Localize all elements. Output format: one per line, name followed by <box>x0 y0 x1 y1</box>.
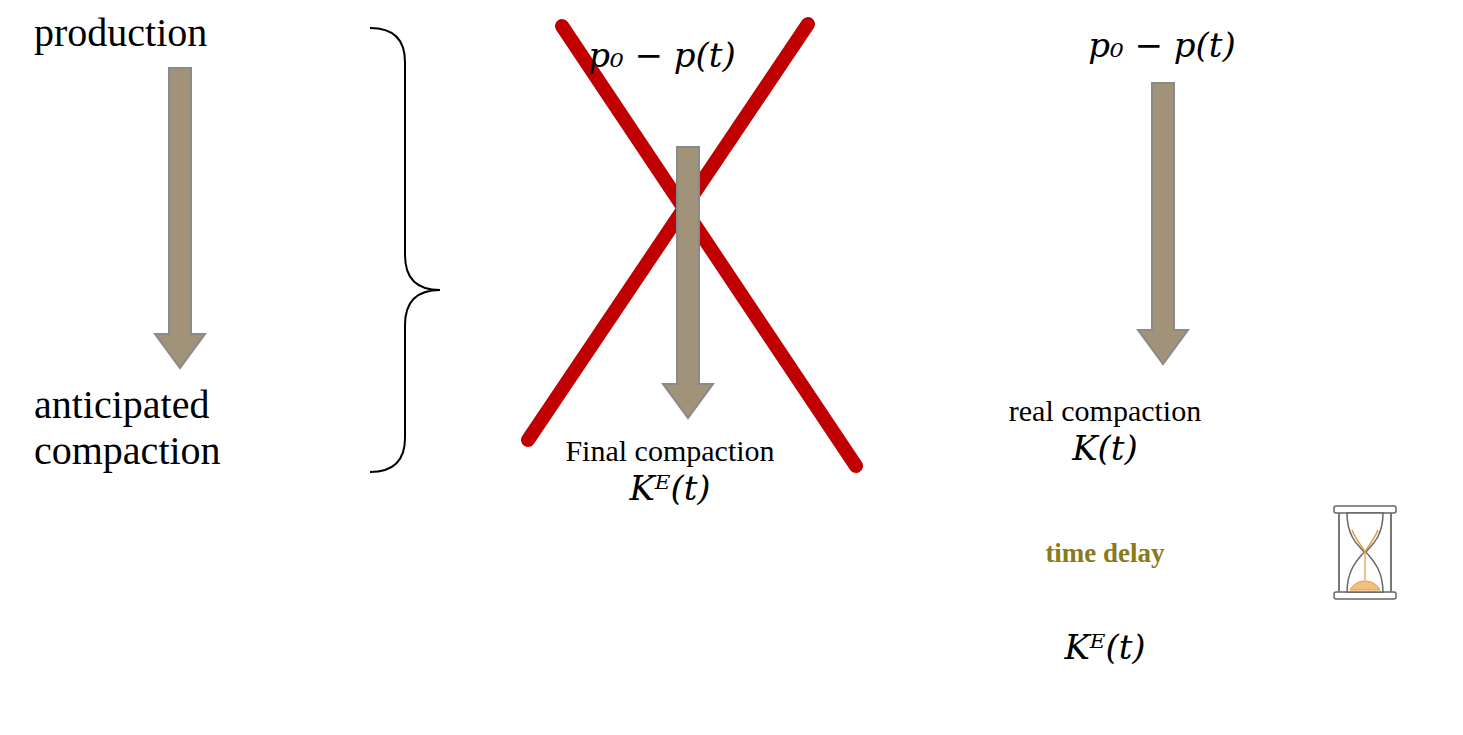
node-text: production <box>34 10 207 56</box>
math-expression: Kᴱ(t) <box>565 469 774 508</box>
math-expression: p₀ − p(t) <box>588 36 735 75</box>
text-node: Final compactionKᴱ(t) <box>561 432 778 510</box>
text-node: production <box>30 8 211 58</box>
math-expression: Kᴱ(t) <box>1064 628 1145 667</box>
text-node: Kᴱ(t) <box>1060 626 1149 669</box>
node-text: real compaction <box>1009 394 1201 429</box>
cross-out-mark <box>528 24 856 466</box>
math-expression: K(t) <box>1009 429 1201 468</box>
text-node: p₀ − p(t) <box>584 34 739 77</box>
hourglass-icon <box>1334 506 1396 599</box>
curly-brace <box>370 28 440 472</box>
annotation-text: time delay <box>1045 538 1164 569</box>
node-text: Final compaction <box>565 434 774 469</box>
text-node: real compactionK(t) <box>1005 392 1205 470</box>
block-arrow <box>155 68 205 368</box>
node-text: anticipated compaction <box>34 382 294 474</box>
text-node: p₀ − p(t) <box>1084 24 1239 67</box>
text-node: anticipated compaction <box>30 380 298 476</box>
block-arrow <box>663 147 713 418</box>
block-arrow <box>1138 83 1188 364</box>
math-expression: p₀ − p(t) <box>1088 26 1235 65</box>
